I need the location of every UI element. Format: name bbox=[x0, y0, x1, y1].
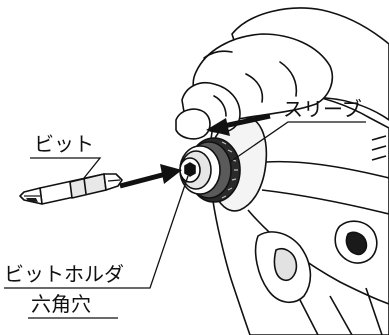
leader-lines bbox=[4, 121, 366, 319]
bit-label: ビット bbox=[34, 132, 94, 156]
driver-bit bbox=[19, 173, 123, 205]
insert-arrow bbox=[119, 164, 182, 189]
sleeve-label: スリーブ bbox=[283, 97, 362, 121]
sleeve-chuck bbox=[179, 137, 241, 203]
bit-holder-label: ビットホルダ bbox=[4, 262, 124, 286]
tool-housing bbox=[208, 90, 389, 335]
hand-outline bbox=[175, 7, 389, 140]
hexagonal-hole-label: 六角穴 bbox=[31, 292, 91, 316]
pull-arrow bbox=[206, 113, 271, 136]
